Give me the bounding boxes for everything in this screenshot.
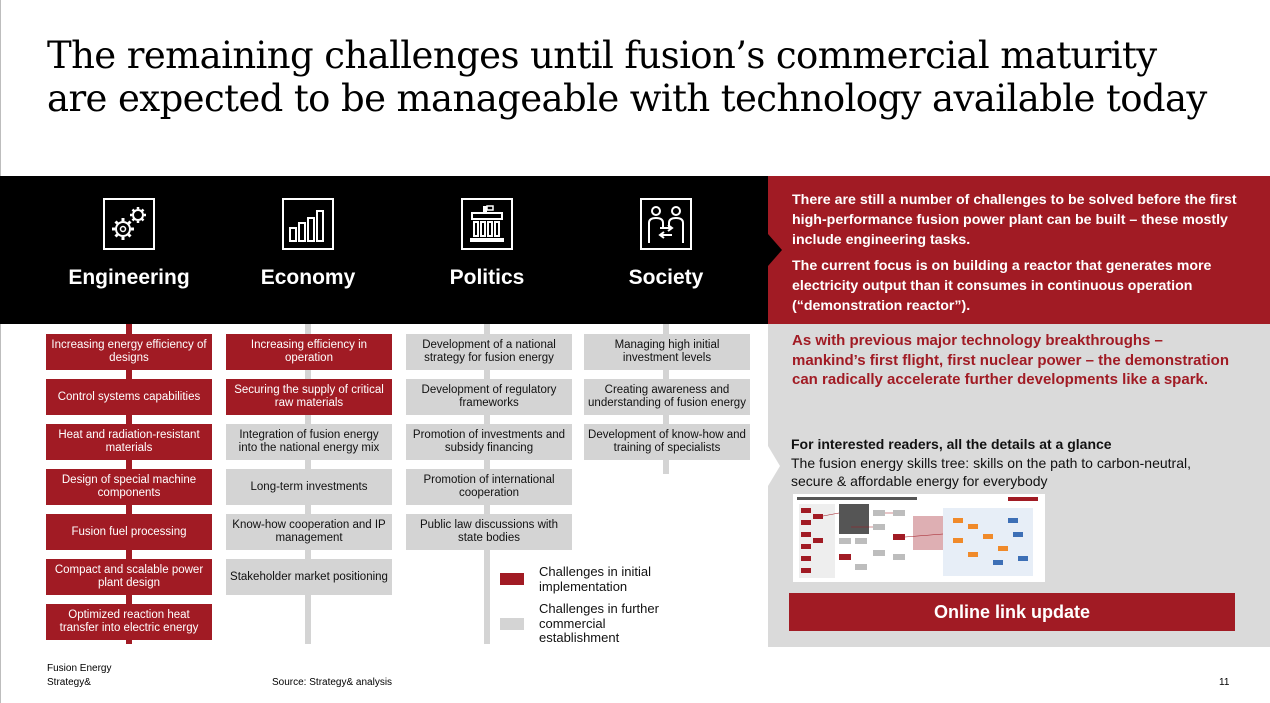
category-engineering: Engineering — [49, 198, 209, 290]
skills-tree-thumbnail[interactable] — [793, 494, 1045, 582]
challenge-box: Know-how cooperation and IP management — [226, 514, 392, 550]
footer-project-name: Fusion Energy — [47, 663, 112, 674]
page-title: The remaining challenges until fusion’s … — [47, 34, 1257, 120]
people-exchange-icon — [640, 198, 692, 250]
challenge-box: Promotion of investments and subsidy fin… — [406, 424, 572, 460]
challenge-box: Compact and scalable power plant design — [46, 559, 212, 595]
legend-label-initial: Challenges in initial implementation — [539, 564, 652, 594]
challenge-box: Creating awareness and understanding of … — [584, 379, 750, 415]
challenge-box: Managing high initial investment levels — [584, 334, 750, 370]
challenge-box: Control systems capabilities — [46, 379, 212, 415]
category-label: Society — [628, 266, 704, 289]
challenge-box: Fusion fuel processing — [46, 514, 212, 550]
challenge-box: Optimized reaction heat transfer into el… — [46, 604, 212, 640]
summary-text-1: There are still a number of challenges t… — [792, 192, 1237, 248]
interest-text: The fusion energy skills tree: skills on… — [791, 455, 1191, 489]
legend-swatch-further — [500, 618, 524, 630]
challenge-box: Promotion of international cooperation — [406, 469, 572, 505]
challenge-box: Increasing energy efficiency of designs — [46, 334, 212, 370]
challenge-box: Public law discussions with state bodies — [406, 514, 572, 550]
online-link-update-button[interactable]: Online link update — [789, 593, 1235, 631]
challenge-box: Increasing efficiency in operation — [226, 334, 392, 370]
category-politics: Politics — [407, 198, 567, 290]
government-building-icon — [461, 198, 513, 250]
challenge-box: Development of regulatory frameworks — [406, 379, 572, 415]
category-label: Politics — [449, 266, 525, 289]
interest-heading: For interested readers, all the details … — [791, 436, 1112, 452]
challenge-box: Long-term investments — [226, 469, 392, 505]
category-header-band — [0, 176, 764, 324]
left-border-line — [0, 0, 1, 703]
bar-chart-icon — [282, 198, 334, 250]
summary-text-2: The current focus is on building a react… — [792, 258, 1212, 314]
gears-icon — [103, 198, 155, 250]
category-label: Engineering — [68, 266, 190, 289]
challenge-box: Integration of fusion energy into the na… — [226, 424, 392, 460]
footer-source: Source: Strategy& analysis — [272, 677, 393, 688]
summary-panel-red — [764, 176, 1270, 324]
category-economy: Economy — [228, 198, 388, 290]
challenge-box: Development of know-how and training of … — [584, 424, 750, 460]
challenge-box: Stakeholder market positioning — [226, 559, 392, 595]
legend-label-further: Challenges in further commercial establi… — [539, 601, 659, 645]
category-society: Society — [586, 198, 746, 290]
category-label: Economy — [260, 266, 356, 289]
challenge-box: Development of a national strategy for f… — [406, 334, 572, 370]
footer-company-name: Strategy& — [47, 677, 91, 688]
challenge-box: Design of special machine components — [46, 469, 212, 505]
title-line-2: are expected to be manageable with techn… — [47, 77, 1207, 120]
chevron-arrow-shape — [764, 176, 782, 647]
legend-swatch-initial — [500, 573, 524, 585]
title-line-1: The remaining challenges until fusion’s … — [47, 34, 1157, 77]
summary-text-3: As with previous major technology breakt… — [792, 332, 1230, 388]
page-number: 11 — [1219, 677, 1230, 688]
challenge-box: Heat and radiation-resistant materials — [46, 424, 212, 460]
challenge-box: Securing the supply of critical raw mate… — [226, 379, 392, 415]
